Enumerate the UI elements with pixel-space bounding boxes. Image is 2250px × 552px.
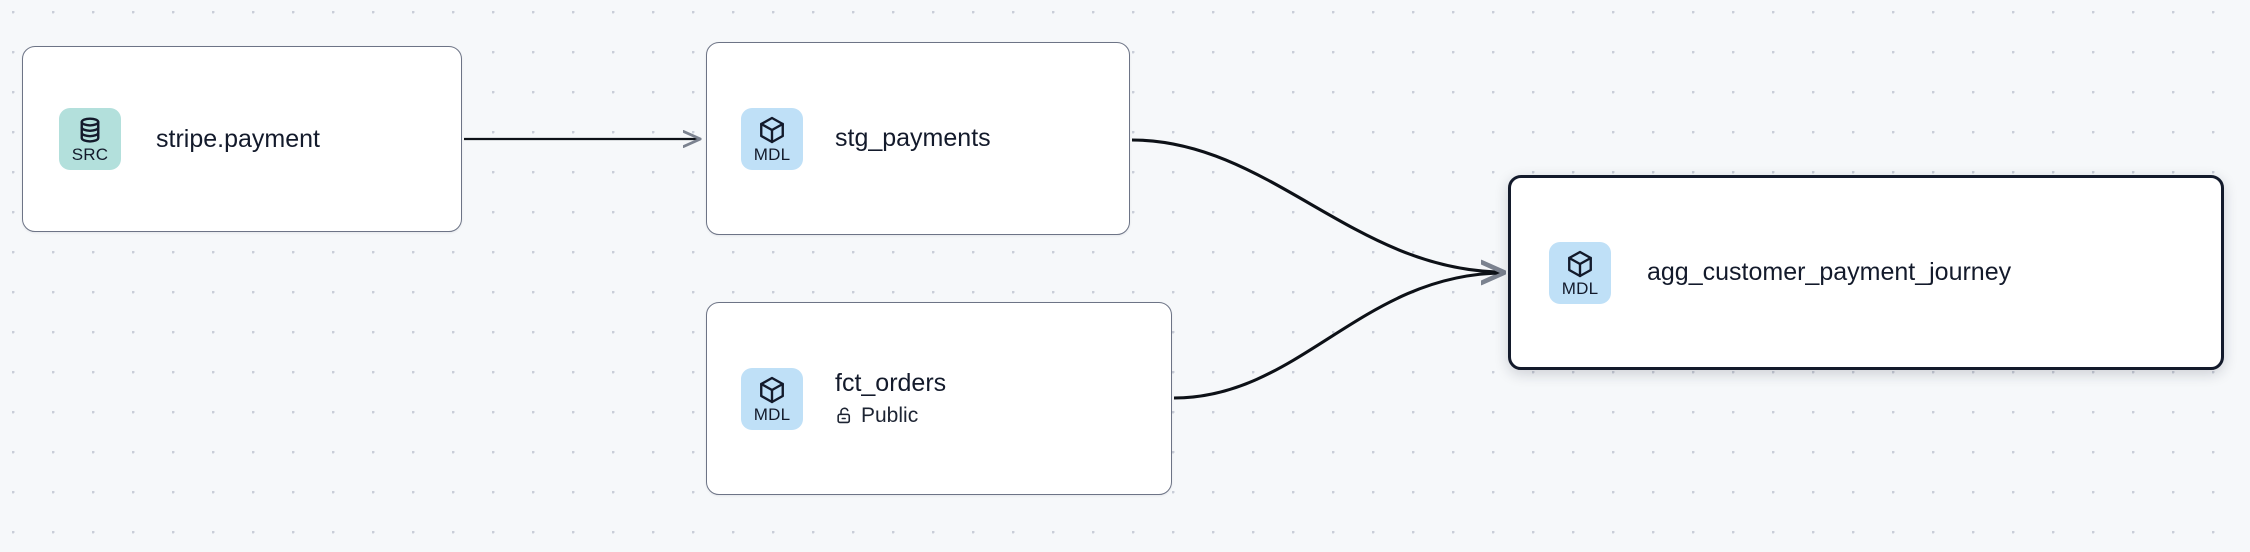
node-body: fct_orders Public — [835, 369, 946, 428]
badge-mdl: MDL — [741, 367, 803, 430]
node-visibility: Public — [835, 403, 946, 428]
node-body: stg_payments — [835, 124, 991, 153]
node-visibility-label: Public — [861, 403, 919, 427]
node-title: stg_payments — [835, 124, 991, 153]
cube-icon — [760, 376, 784, 403]
node-body: stripe.payment — [156, 125, 320, 154]
node-agg-customer-payment-journey[interactable]: MDL agg_customer_payment_journey — [1508, 175, 2224, 370]
node-fct-orders[interactable]: MDL fct_orders Public — [706, 302, 1172, 495]
node-body: agg_customer_payment_journey — [1647, 258, 2011, 287]
badge-src-label: SRC — [71, 145, 109, 164]
unlock-icon — [837, 407, 851, 424]
edge-stg-to-agg — [1131, 138, 1504, 272]
badge-mdl-label: MDL — [1561, 278, 1599, 298]
cube-icon — [1568, 250, 1592, 277]
edge-fct-to-agg — [1173, 273, 1504, 400]
node-stripe-payment[interactable]: SRC stripe.payment — [22, 46, 462, 232]
node-title: fct_orders — [835, 369, 947, 398]
badge-mdl: MDL — [1549, 241, 1611, 304]
node-stg-payments[interactable]: MDL stg_payments — [706, 42, 1130, 235]
badge-mdl-label: MDL — [753, 404, 791, 424]
node-title: agg_customer_payment_journey — [1647, 258, 2012, 287]
cube-icon — [760, 116, 784, 143]
database-icon — [80, 117, 100, 143]
node-title: stripe.payment — [156, 124, 320, 153]
badge-src: SRC — [59, 108, 121, 170]
badge-mdl: MDL — [741, 107, 803, 170]
badge-mdl-label: MDL — [753, 144, 791, 164]
